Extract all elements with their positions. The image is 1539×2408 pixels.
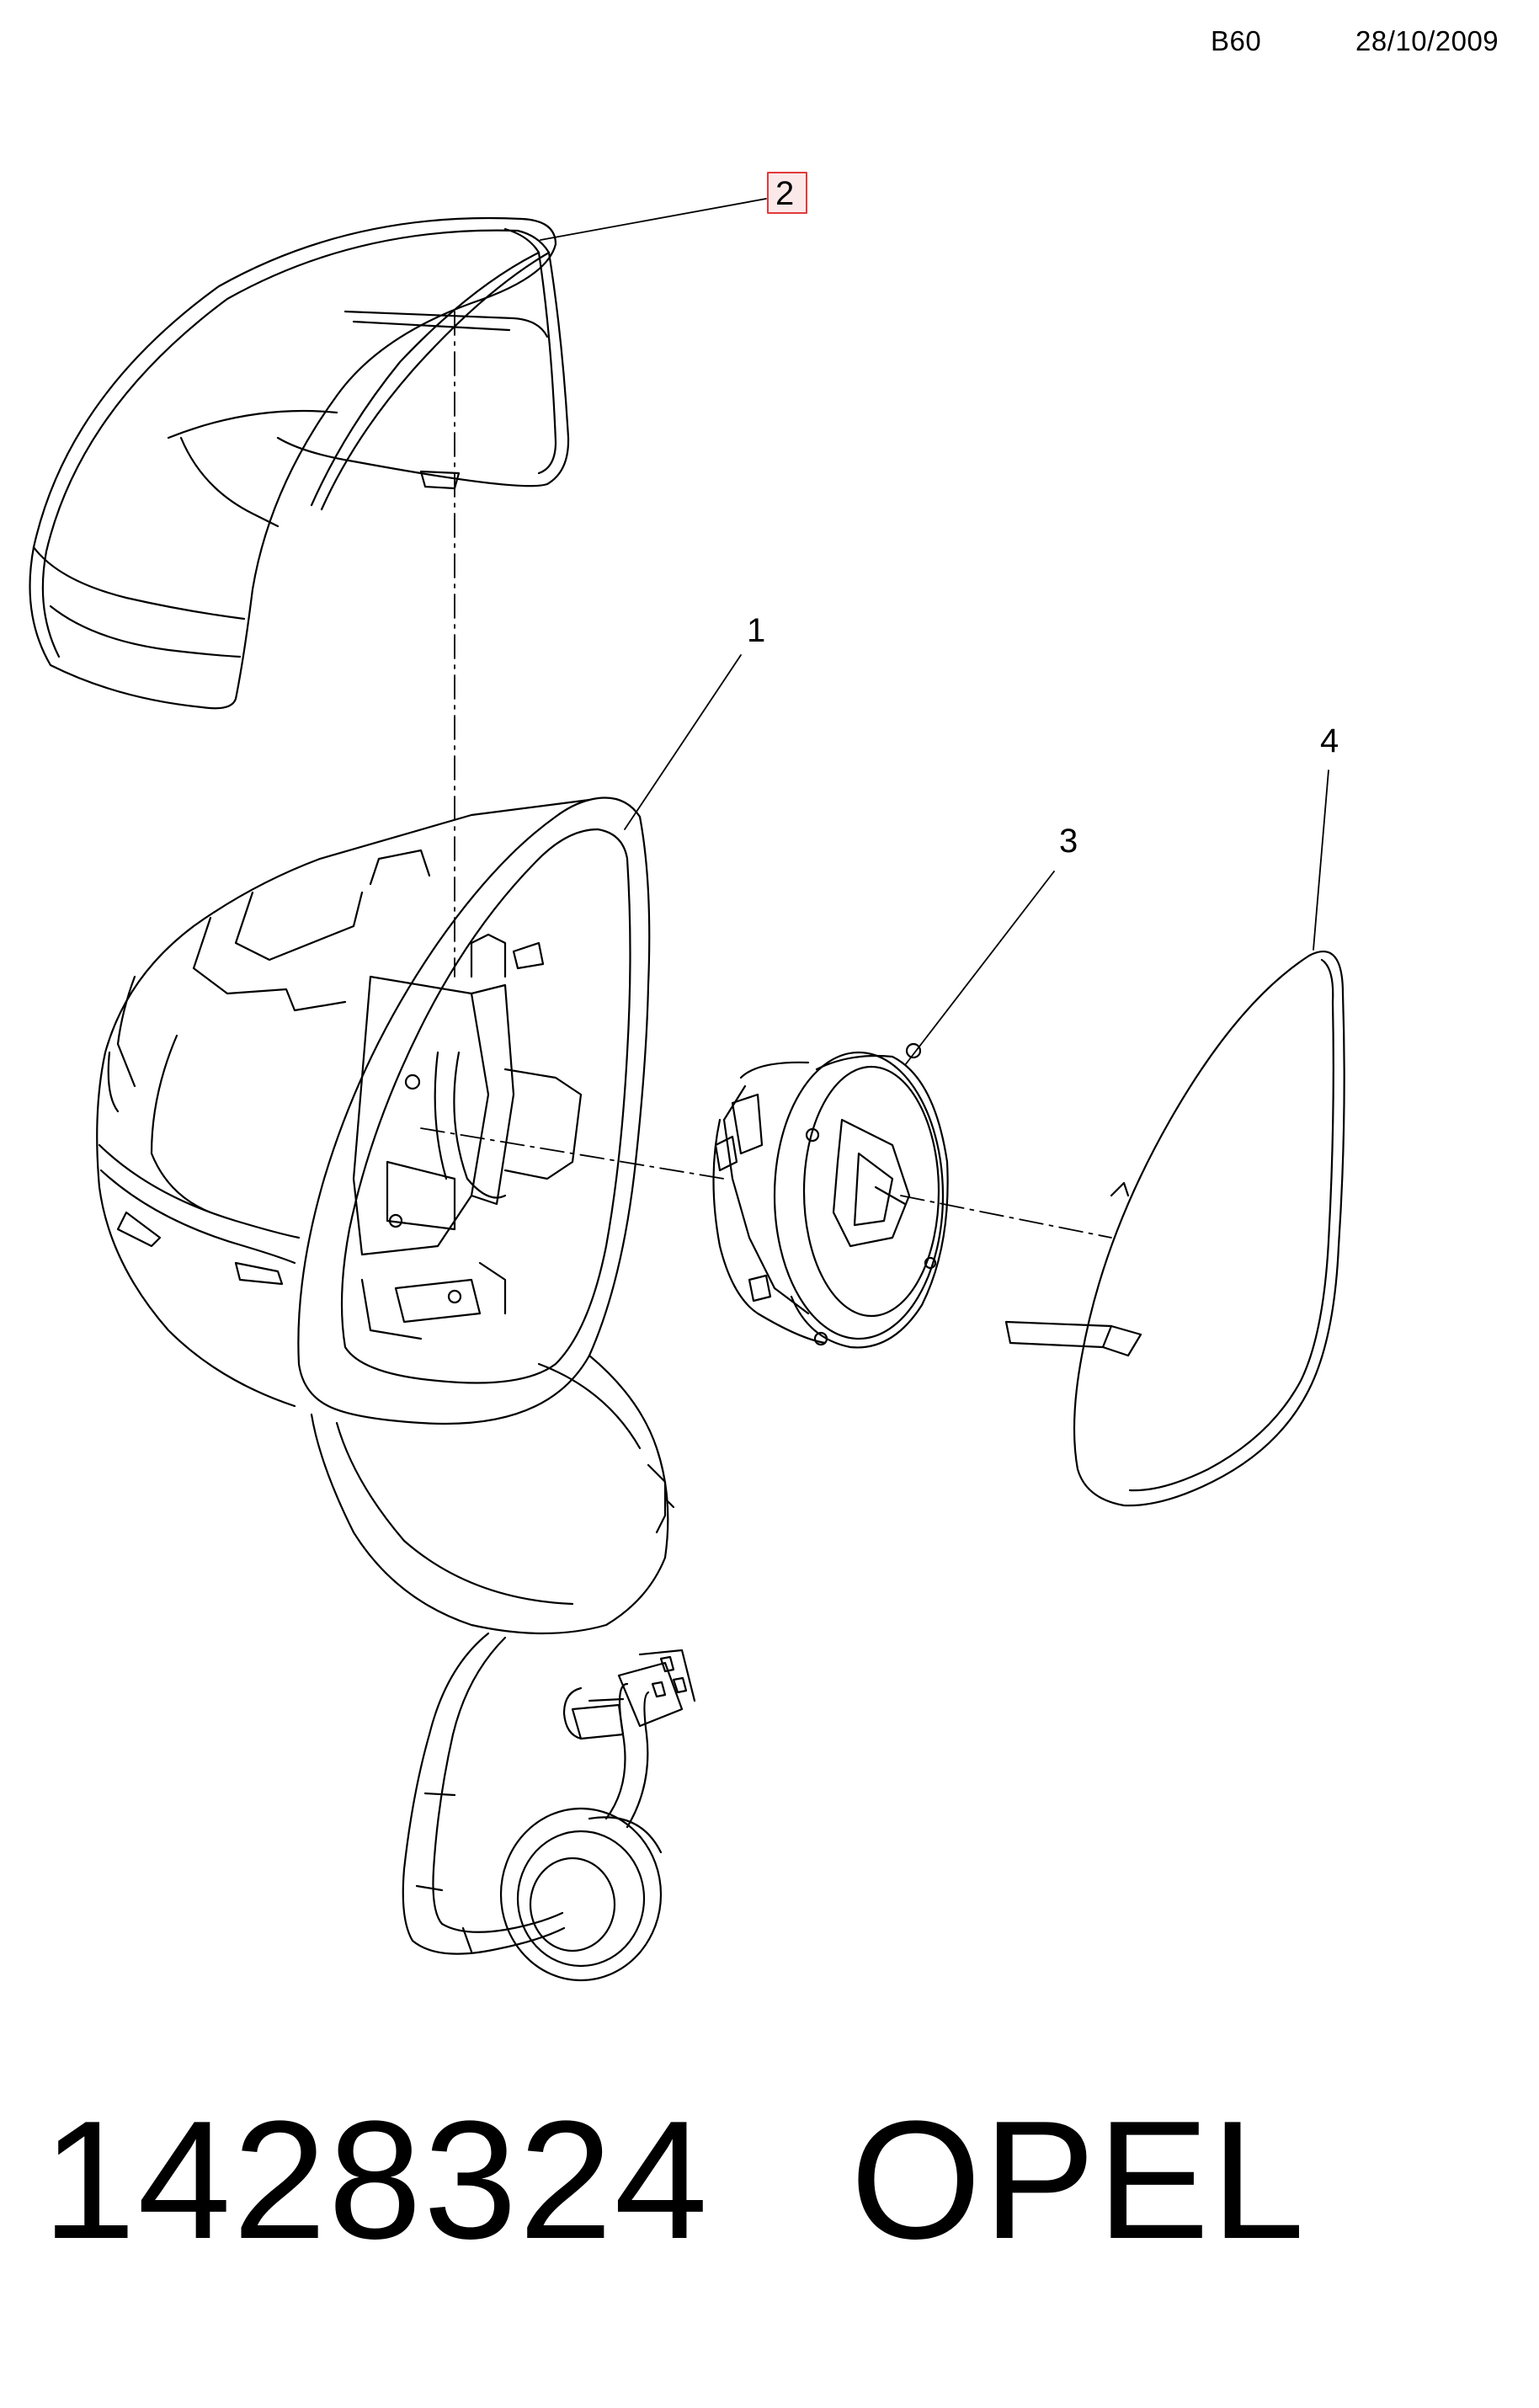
mirror-glass-part: [1004, 950, 1345, 1507]
leader-1: [624, 654, 742, 830]
leader-4: [1313, 770, 1329, 951]
mirror-housing-part: [96, 796, 696, 1982]
callout-leaders: [540, 198, 1329, 1066]
mirror-actuator-part: [712, 1042, 949, 1349]
callout-2-highlight: [767, 172, 807, 214]
diagram-date: 28/10/2009: [1355, 25, 1499, 56]
actuator-assembly-line: [420, 1127, 725, 1180]
callout-3: 3: [1059, 823, 1078, 860]
callout-1: 1: [747, 612, 765, 649]
glass-assembly-line: [900, 1195, 1112, 1239]
callout-2: 2: [775, 175, 794, 212]
leader-2: [540, 198, 767, 241]
leader-3: [904, 871, 1055, 1066]
part-number: 1428324: [42, 2086, 710, 2274]
callout-4: 4: [1320, 722, 1339, 759]
assembly-center-lines: [420, 311, 1112, 1239]
brand-name: OPEL: [850, 2086, 1307, 2274]
mirror-cover-part: [29, 216, 570, 710]
diagram-code: B60: [1211, 25, 1262, 56]
